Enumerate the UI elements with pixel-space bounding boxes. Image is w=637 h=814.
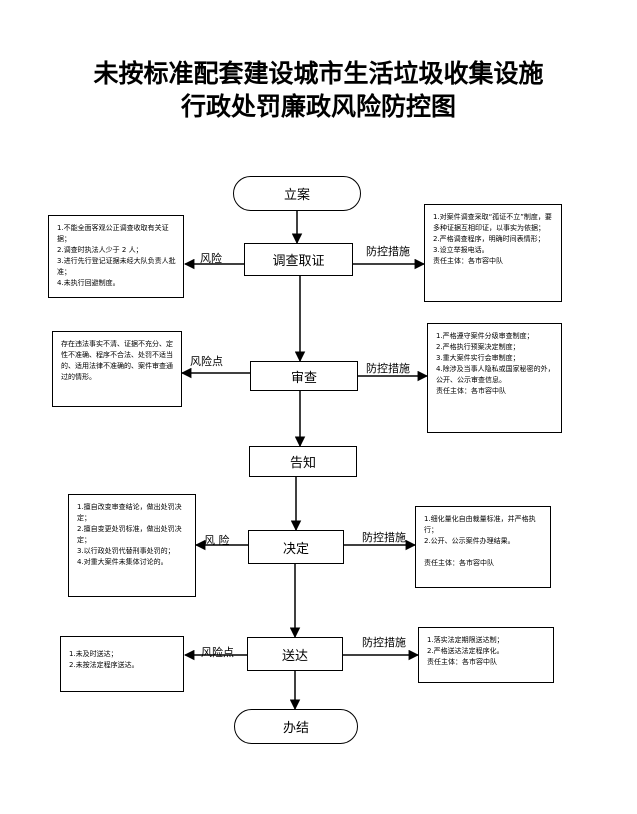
node-end: 办结 <box>234 709 358 744</box>
label-decide-risk: 风 险 <box>204 534 230 547</box>
risk-item: 2.未按法定程序送达。 <box>69 661 139 669</box>
risk-item: 3.以行政处罚代替刑事处罚的； <box>77 547 175 555</box>
measure-box-investigate: 1.对案件调查采取“孤证不立”制度，要多种证据互相印证，以事实为依据； 2.严格… <box>424 204 562 302</box>
risk-item: 3.进行先行登记证据未经大队负责人批准； <box>57 257 176 276</box>
label-investigate-risk: 风险 <box>200 252 222 265</box>
measure-item: 1.严格遵守案件分级审查制度； <box>436 332 534 340</box>
measure-item: 1.落实法定期限送达制； <box>427 636 504 644</box>
risk-item: 2.调查时执法人少于 2 人； <box>57 246 143 254</box>
risk-item: 1.擅自改变审查结论，做出处罚决定； <box>77 503 182 522</box>
risk-item: 4.未执行回避制度。 <box>57 279 120 287</box>
measure-box-deliver: 1.落实法定期限送达制； 2.严格送达法定程序化。 责任主体：各市容中队 <box>418 627 554 683</box>
measure-box-decide: 1.细化量化自由裁量标准，并严格执行； 2.公开、公示案件办理结果。 责任主体：… <box>415 506 551 588</box>
measure-item: 1.细化量化自由裁量标准，并严格执行； <box>424 515 536 534</box>
risk-item: 1.不能全面客观公正调查收取有关证据； <box>57 224 169 243</box>
label-deliver-measure: 防控措施 <box>362 636 406 649</box>
risk-box-deliver: 1.未及时送达； 2.未按法定程序送达。 <box>60 636 184 692</box>
node-review: 审查 <box>250 361 358 391</box>
risk-item: 4.对重大案件未集体讨论的。 <box>77 558 168 566</box>
risk-box-decide: 1.擅自改变审查结论，做出处罚决定； 2.擅自变更处罚标准，做出处罚决定； 3.… <box>68 494 196 597</box>
label-review-measure: 防控措施 <box>366 362 410 375</box>
node-deliver: 送达 <box>247 637 343 671</box>
risk-item: 1.未及时送达； <box>69 650 118 658</box>
label-deliver-risk: 风险点 <box>201 646 234 659</box>
page-title-line2: 行政处罚廉政风险防控图 <box>180 92 456 121</box>
measure-spacer <box>424 547 544 558</box>
risk-item: 2.擅自变更处罚标准，做出处罚决定； <box>77 525 182 544</box>
measure-item: 2.严格执行预案决定制度； <box>436 343 520 351</box>
node-notify: 告知 <box>249 446 357 477</box>
measure-item: 4.除涉及当事人隐私或国家秘密的外，公开、公示审查信息。 <box>436 365 555 384</box>
measure-item: 2.公开、公示案件办理结果。 <box>424 537 515 545</box>
label-review-risk: 风险点 <box>190 355 223 368</box>
measure-item: 2.严格送达法定程序化。 <box>427 647 504 655</box>
risk-box-investigate: 1.不能全面客观公正调查收取有关证据； 2.调查时执法人少于 2 人； 3.进行… <box>48 215 184 298</box>
label-investigate-measure: 防控措施 <box>366 245 410 258</box>
measure-item: 1.对案件调查采取“孤证不立”制度，要多种证据互相印证，以事实为依据； <box>433 213 552 232</box>
risk-box-review: 存在违法事实不清、证据不充分、定性不准确、程序不合法、处罚不适当的、适用法律不准… <box>52 331 182 407</box>
node-start: 立案 <box>233 176 361 211</box>
measure-responsible: 责任主体：各市容中队 <box>436 387 506 395</box>
label-decide-measure: 防控措施 <box>362 531 406 544</box>
measure-item: 3.设立举报电话。 <box>433 246 489 254</box>
risk-item: 存在违法事实不清、证据不充分、定性不准确、程序不合法、处罚不适当的、适用法律不准… <box>61 340 173 381</box>
node-decide: 决定 <box>248 530 344 564</box>
measure-responsible: 责任主体：各市容中队 <box>424 559 494 567</box>
node-investigate: 调查取证 <box>244 243 353 276</box>
measure-responsible: 责任主体：各市容中队 <box>433 257 503 265</box>
measure-item: 3.重大案件实行会审制度； <box>436 354 520 362</box>
page-title-line1: 未按标准配套建设城市生活垃圾收集设施 <box>93 59 544 88</box>
measure-box-review: 1.严格遵守案件分级审查制度； 2.严格执行预案决定制度； 3.重大案件实行会审… <box>427 323 562 433</box>
measure-item: 2.严格调查程序，明确时间表情形； <box>433 235 545 243</box>
measure-responsible: 责任主体：各市容中队 <box>427 658 497 666</box>
